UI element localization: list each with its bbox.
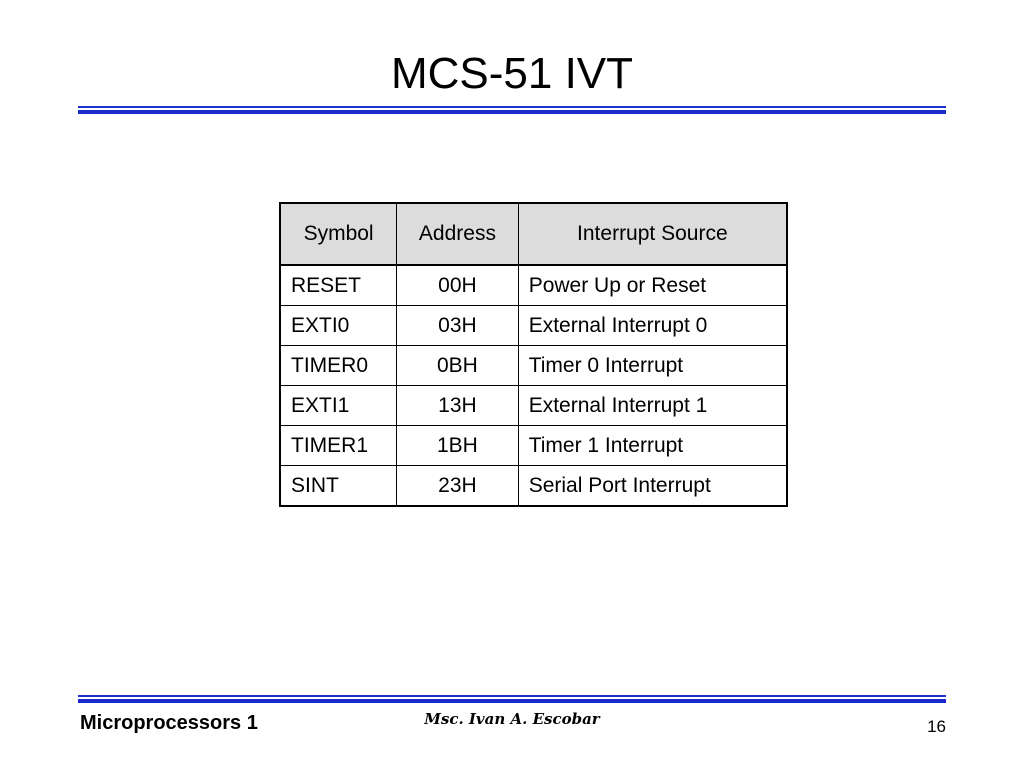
- table-header-row: Symbol Address Interrupt Source: [279, 202, 788, 266]
- cell-interrupt-source: Timer 0 Interrupt: [517, 345, 788, 386]
- header-symbol: Symbol: [279, 202, 398, 266]
- cell-address: 23H: [396, 465, 519, 507]
- table-row: EXTI0 03H External Interrupt 0: [279, 305, 788, 346]
- table-row: SINT 23H Serial Port Interrupt: [279, 465, 788, 507]
- footer-course-name: Microprocessors 1: [80, 712, 258, 734]
- cell-interrupt-source: Serial Port Interrupt: [517, 465, 788, 507]
- cell-symbol: TIMER0: [279, 345, 398, 386]
- cell-symbol: TIMER1: [279, 425, 398, 466]
- cell-address: 13H: [396, 385, 519, 426]
- cell-interrupt-source: Timer 1 Interrupt: [517, 425, 788, 466]
- cell-interrupt-source: External Interrupt 0: [517, 305, 788, 346]
- table-row: TIMER0 0BH Timer 0 Interrupt: [279, 345, 788, 386]
- table-row: TIMER1 1BH Timer 1 Interrupt: [279, 425, 788, 466]
- cell-symbol: SINT: [279, 465, 398, 507]
- header-interrupt-source: Interrupt Source: [517, 202, 788, 266]
- slide-title: MCS-51 IVT: [390, 49, 634, 98]
- cell-symbol: EXTI1: [279, 385, 398, 426]
- cell-address: 0BH: [396, 345, 519, 386]
- ivt-table: Symbol Address Interrupt Source RESET 00…: [279, 202, 788, 507]
- table-row: EXTI1 13H External Interrupt 1: [279, 385, 788, 426]
- slide-number: 16: [927, 717, 946, 736]
- table-row: RESET 00H Power Up or Reset: [279, 264, 788, 306]
- cell-symbol: EXTI0: [279, 305, 398, 346]
- cell-interrupt-source: Power Up or Reset: [517, 264, 788, 306]
- cell-interrupt-source: External Interrupt 1: [517, 385, 788, 426]
- cell-address: 00H: [396, 264, 519, 306]
- header-address: Address: [396, 202, 519, 266]
- footer-author: Msc. Ivan A. Escobar: [424, 710, 600, 728]
- cell-address: 03H: [396, 305, 519, 346]
- cell-symbol: RESET: [279, 264, 398, 306]
- title-divider: [78, 106, 946, 114]
- cell-address: 1BH: [396, 425, 519, 466]
- footer-divider: [78, 695, 946, 703]
